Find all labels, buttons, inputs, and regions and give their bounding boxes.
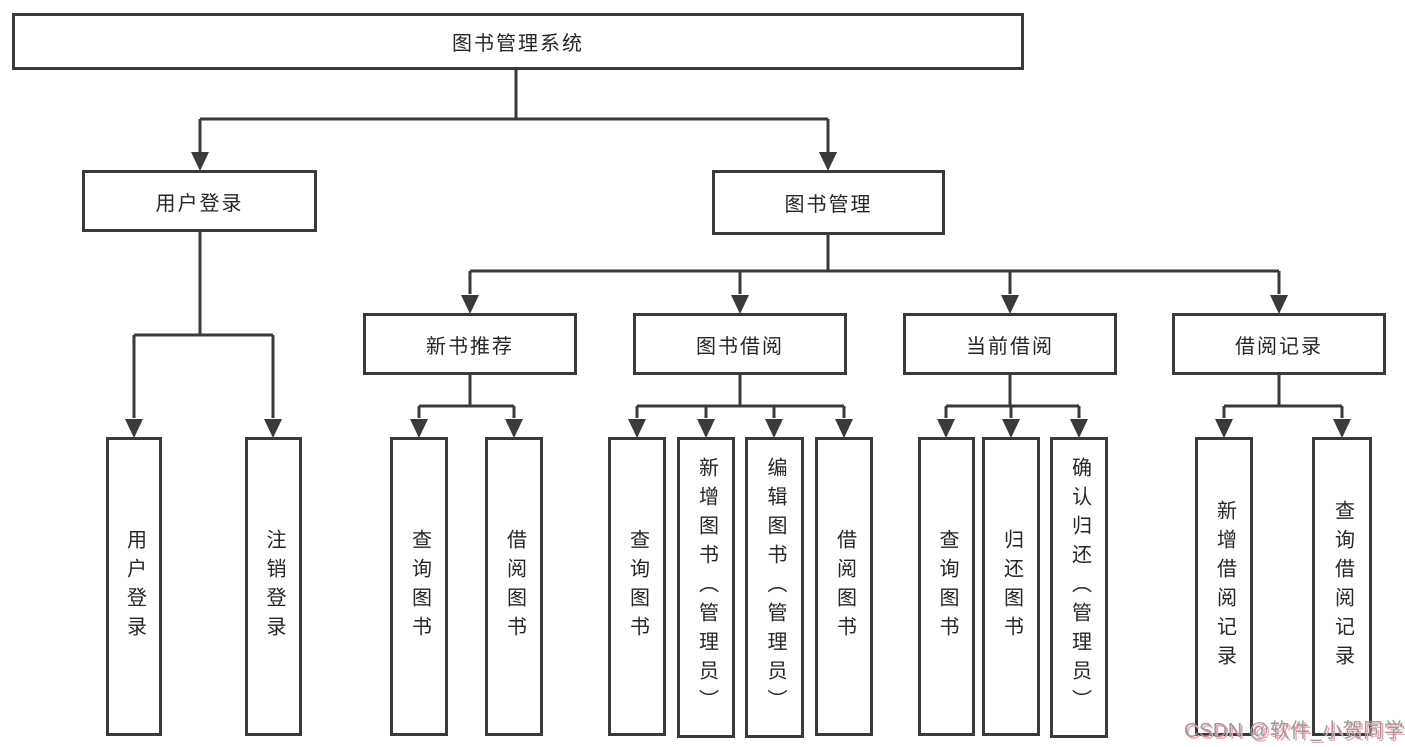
node-root-label: 图书管理系统 xyxy=(452,33,584,55)
leaf-user-login: 用户登录 xyxy=(106,437,162,736)
node-new-book-recommend-label: 新书推荐 xyxy=(426,335,514,358)
leaf-cb-query-books: 查询图书 xyxy=(918,437,975,736)
leaf-cb-return-books-label: 归还图书 xyxy=(1000,528,1023,645)
leaf-nb-query-books-label: 查询图书 xyxy=(408,528,431,645)
leaf-cb-return-books: 归还图书 xyxy=(982,437,1040,736)
leaf-bb-query-books-label: 查询图书 xyxy=(626,528,649,645)
node-user-login: 用户登录 xyxy=(82,170,317,232)
leaf-br-add-record: 新增借阅记录 xyxy=(1195,437,1253,736)
leaf-nb-borrow-books-label: 借阅图书 xyxy=(503,528,526,645)
node-book-management-label: 图书管理 xyxy=(784,194,873,216)
node-book-borrow: 图书借阅 xyxy=(633,313,847,375)
leaf-bb-borrow-books-label: 借阅图书 xyxy=(833,528,856,645)
leaf-bb-edit-books-label: 编辑图书（管理员） xyxy=(764,457,786,718)
node-current-borrow: 当前借阅 xyxy=(903,313,1117,375)
leaf-user-login-label: 用户登录 xyxy=(123,528,146,645)
node-book-borrow-label: 图书借阅 xyxy=(696,335,784,358)
node-user-login-label: 用户登录 xyxy=(155,192,244,215)
leaf-cb-confirm-return: 确认归还（管理员） xyxy=(1050,437,1108,738)
leaf-bb-add-books-label: 新增图书（管理员） xyxy=(695,457,718,718)
leaf-nb-borrow-books: 借阅图书 xyxy=(485,437,543,736)
leaf-br-query-record-label: 查询借阅记录 xyxy=(1331,499,1354,674)
node-current-borrow-label: 当前借阅 xyxy=(966,335,1054,358)
leaf-br-query-record: 查询借阅记录 xyxy=(1312,437,1372,736)
node-book-management: 图书管理 xyxy=(712,170,945,235)
leaf-bb-add-books: 新增图书（管理员） xyxy=(677,437,735,738)
leaf-bb-query-books: 查询图书 xyxy=(608,437,666,736)
node-root: 图书管理系统 xyxy=(12,13,1024,70)
watermark: CSDN @软件_小贺同学 xyxy=(1184,720,1405,742)
leaf-bb-edit-books: 编辑图书（管理员） xyxy=(745,437,804,738)
leaf-bb-borrow-books: 借阅图书 xyxy=(815,437,873,736)
node-borrow-records: 借阅记录 xyxy=(1172,313,1386,375)
leaf-nb-query-books: 查询图书 xyxy=(390,437,448,736)
leaf-logout-label: 注销登录 xyxy=(263,528,285,645)
node-borrow-records-label: 借阅记录 xyxy=(1235,335,1323,358)
leaf-br-add-record-label: 新增借阅记录 xyxy=(1213,499,1236,674)
leaf-cb-query-books-label: 查询图书 xyxy=(936,528,958,645)
leaf-cb-confirm-return-label: 确认归还（管理员） xyxy=(1068,457,1091,718)
leaf-logout: 注销登录 xyxy=(245,437,302,736)
node-new-book-recommend: 新书推荐 xyxy=(363,313,577,375)
